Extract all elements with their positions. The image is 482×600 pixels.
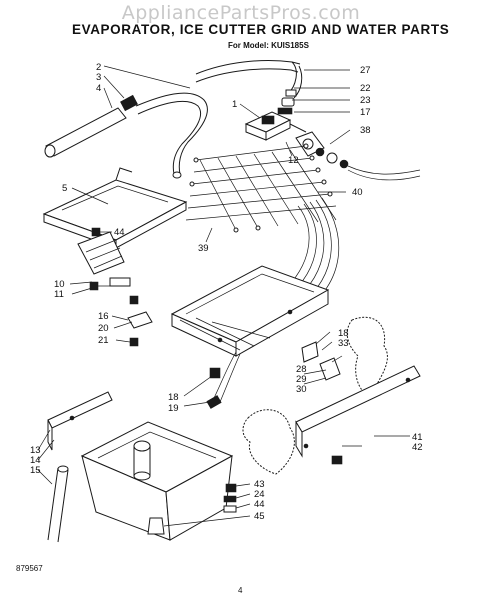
page-number: 4 bbox=[238, 586, 243, 595]
evaporator-tube[interactable] bbox=[44, 92, 208, 179]
valve-wire-harness[interactable] bbox=[295, 131, 421, 181]
callout-11: 11 bbox=[54, 289, 64, 300]
document-number: 879567 bbox=[16, 564, 43, 573]
callout-13: 13 bbox=[30, 445, 41, 456]
callout-3: 3 bbox=[96, 72, 101, 83]
front-trim-bar[interactable] bbox=[295, 365, 421, 465]
callout-10: 10 bbox=[54, 279, 65, 290]
callout-4: 4 bbox=[96, 83, 101, 94]
callout-43: 43 bbox=[254, 479, 265, 490]
diagram-title: EVAPORATOR, ICE CUTTER GRID AND WATER PA… bbox=[72, 22, 450, 37]
drain-fittings[interactable] bbox=[147, 483, 237, 535]
callout-5: 5 bbox=[62, 183, 67, 194]
side-panel bbox=[346, 316, 388, 397]
callout-18-right: 18 bbox=[338, 328, 349, 339]
callout-27: 27 bbox=[360, 65, 371, 76]
callout-leader-lines bbox=[37, 65, 410, 527]
callout-12: 12 bbox=[288, 155, 299, 166]
model-number: For Model: KUIS185S bbox=[228, 41, 309, 50]
water-trough[interactable] bbox=[80, 421, 234, 541]
callout-17: 17 bbox=[360, 107, 371, 118]
callout-19: 19 bbox=[168, 403, 179, 414]
callout-labels: 2 3 4 1 27 22 23 17 38 12 40 5 44 39 10 … bbox=[30, 62, 423, 522]
deflector-plate[interactable] bbox=[47, 391, 113, 451]
cutter-grid-frame[interactable] bbox=[170, 265, 330, 357]
callout-15: 15 bbox=[30, 465, 41, 476]
drain-hose[interactable] bbox=[47, 465, 69, 543]
callout-22: 22 bbox=[360, 83, 371, 94]
callout-2: 2 bbox=[96, 62, 101, 73]
callout-14: 14 bbox=[30, 455, 41, 466]
callout-18-left: 18 bbox=[168, 392, 179, 403]
callout-21: 21 bbox=[98, 335, 109, 346]
callout-16: 16 bbox=[98, 311, 109, 322]
callout-28: 28 bbox=[296, 364, 307, 375]
callout-44-lower: 44 bbox=[254, 499, 265, 510]
grid-power-cord[interactable] bbox=[206, 351, 241, 409]
callout-41: 41 bbox=[412, 432, 423, 443]
callout-38: 38 bbox=[360, 125, 371, 136]
back-panel-outline bbox=[242, 409, 295, 475]
callout-23: 23 bbox=[360, 95, 371, 106]
callout-30: 30 bbox=[296, 384, 307, 395]
water-valve-assembly[interactable] bbox=[244, 97, 307, 141]
ice-cutter-grid[interactable] bbox=[185, 143, 337, 233]
callout-42: 42 bbox=[412, 442, 423, 453]
callout-44-upper: 44 bbox=[114, 227, 125, 238]
callout-40: 40 bbox=[352, 187, 363, 198]
callout-20: 20 bbox=[98, 323, 109, 334]
grid-bracket-parts[interactable] bbox=[301, 341, 343, 381]
callout-1: 1 bbox=[232, 99, 237, 110]
callout-39: 39 bbox=[198, 243, 209, 254]
watermark: AppliancePartsPros.com bbox=[121, 2, 361, 24]
callout-29: 29 bbox=[296, 374, 307, 385]
water-inlet-hose[interactable] bbox=[195, 60, 303, 99]
callout-45: 45 bbox=[254, 511, 265, 522]
callout-33: 33 bbox=[338, 338, 349, 349]
evaporator-plate[interactable] bbox=[42, 167, 188, 287]
mounting-screws[interactable] bbox=[89, 227, 153, 347]
callout-24: 24 bbox=[254, 489, 265, 500]
